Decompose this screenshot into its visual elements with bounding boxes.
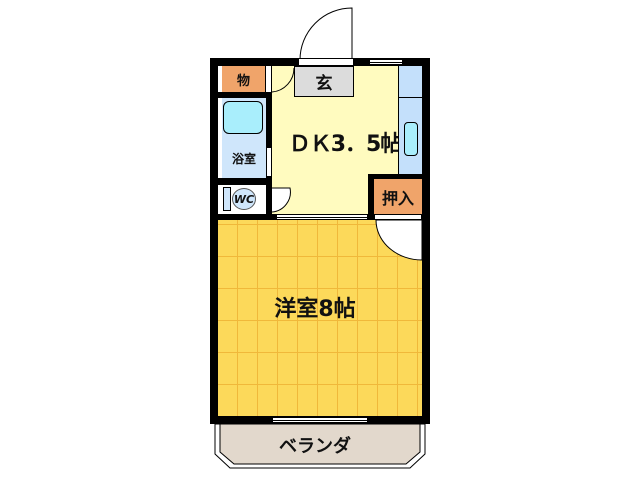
bathtub-icon	[223, 101, 263, 134]
balcony	[214, 424, 426, 469]
storage-wall	[218, 92, 272, 98]
wc-tank	[223, 187, 231, 211]
closet-label: 押入	[381, 188, 414, 208]
sink-icon	[404, 122, 418, 156]
wc-label: WC	[232, 188, 256, 210]
storage-door[interactable]	[265, 66, 272, 94]
entrance-door[interactable]	[298, 58, 354, 66]
dk-label: ＤＫ3．5帖	[288, 132, 403, 157]
entrance-door-swing-icon	[299, 7, 353, 61]
bath-wc-wall	[218, 178, 272, 185]
entrance-area: 玄	[294, 66, 354, 97]
counter-divider	[398, 97, 422, 98]
right-wall	[422, 58, 430, 420]
closet-top-wall	[368, 174, 422, 179]
wc-text: WC	[233, 192, 255, 206]
western-room-label: 洋室8帖	[274, 297, 356, 322]
wc-door-swing-icon	[272, 187, 291, 213]
balcony-window[interactable]	[273, 417, 367, 423]
balcony-label: ベランダ	[279, 436, 351, 457]
closet-wall	[368, 174, 374, 220]
bathroom-door[interactable]	[266, 148, 272, 176]
top-window	[370, 59, 402, 65]
closet: 押入	[374, 179, 422, 214]
storage-room: 物	[222, 66, 265, 92]
storage-label: 物	[236, 73, 250, 89]
western-room	[218, 220, 422, 416]
storage-door-swing-icon	[272, 67, 295, 93]
sliding-door[interactable]	[277, 214, 367, 220]
entrance-label: 玄	[315, 74, 333, 94]
left-wall	[210, 58, 218, 420]
bathroom-label: 浴室	[231, 151, 256, 166]
closet-door-swing-icon	[375, 220, 422, 261]
